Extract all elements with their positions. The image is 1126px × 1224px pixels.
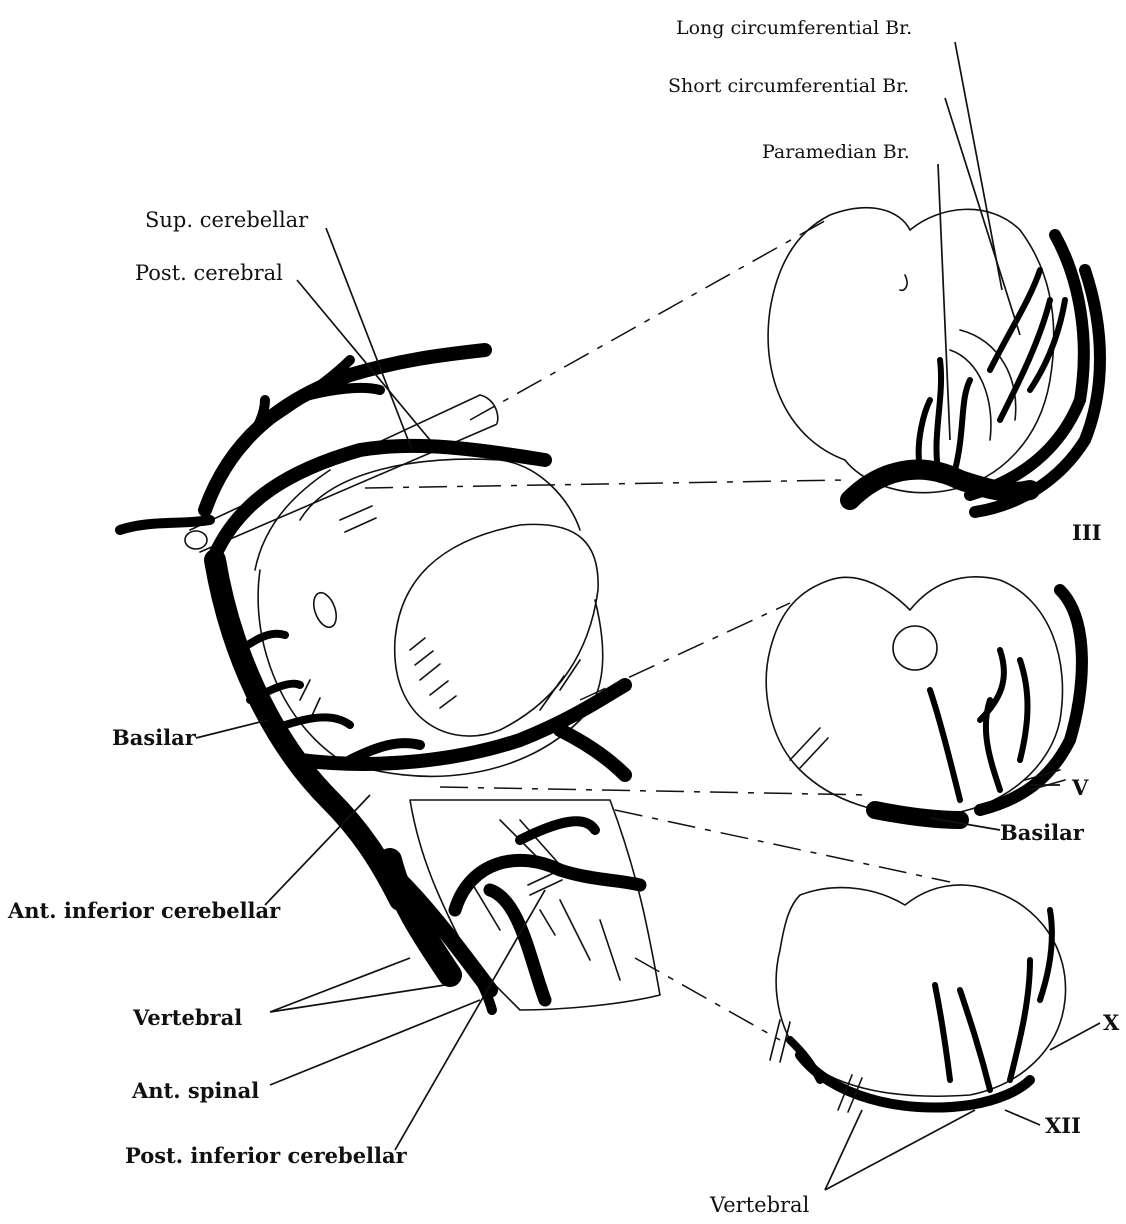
label-ant-inferior-cerebellar: Ant. inferior cerebellar xyxy=(7,898,281,923)
aica-branch xyxy=(560,730,625,775)
projection-medulla-bottom xyxy=(635,958,780,1040)
medulla-vertebral-arc xyxy=(800,1055,1030,1108)
leader-ant-inferior-cerebellar xyxy=(265,795,370,905)
leader-long-circumferential xyxy=(955,42,1002,290)
leader-lines xyxy=(196,42,1100,1190)
oculomotor-nerve-stump xyxy=(309,590,340,631)
projection-midbrain-bottom xyxy=(365,480,845,488)
pica-loop xyxy=(520,821,595,840)
medulla-nerve-stumps xyxy=(528,870,562,935)
label-basilar-right: Basilar xyxy=(1000,820,1085,845)
leader-vertebral-left xyxy=(270,958,445,1012)
leader-short-circumferential xyxy=(945,98,1020,335)
medulla-left-branch xyxy=(790,1040,820,1080)
circumferential-branches xyxy=(990,270,1065,420)
aqueduct-mark xyxy=(900,275,907,290)
leader-vertebral-bottom xyxy=(825,1110,975,1190)
pons-section-outline xyxy=(766,577,1062,815)
label-vertebral-left: Vertebral xyxy=(132,1005,242,1030)
label-paramedian: Paramedian Br. xyxy=(762,141,910,163)
pons-basilar xyxy=(875,810,960,820)
basilar-artery xyxy=(215,560,400,900)
pons-branches xyxy=(930,650,1028,800)
projection-pons-bottom xyxy=(440,787,870,795)
surface-hatching xyxy=(300,638,580,720)
projection-lines xyxy=(365,218,950,1040)
pica-descending xyxy=(490,890,545,1000)
label-nerve-iii: III xyxy=(1072,520,1101,545)
fourth-ventricle xyxy=(893,626,937,670)
label-ant-spinal: Ant. spinal xyxy=(131,1078,259,1103)
label-nerve-xii: XII xyxy=(1045,1113,1081,1138)
pcomm-stub xyxy=(120,520,210,530)
leader-nerve-x xyxy=(1050,1023,1100,1050)
leader-basilar-left xyxy=(196,720,268,738)
midbrain-section-outline xyxy=(768,208,1054,493)
pons-outline xyxy=(258,570,603,776)
label-post-cerebral: Post. cerebral xyxy=(135,261,283,285)
trigeminal-nerve-stump xyxy=(790,728,828,768)
medulla-section xyxy=(770,885,1066,1112)
leader-sup-cerebellar xyxy=(326,228,412,450)
medulla-hatching xyxy=(470,820,620,980)
small-nerve-stump xyxy=(340,506,376,532)
label-nerve-v: V xyxy=(1071,775,1089,800)
label-vertebral-bottom: Vertebral xyxy=(709,1193,810,1217)
superior-cerebellar-artery xyxy=(215,446,545,555)
projection-midbrain-top xyxy=(470,218,830,420)
label-nerve-x: X xyxy=(1103,1010,1120,1035)
label-post-inferior-cerebellar: Post. inferior cerebellar xyxy=(125,1143,408,1168)
midbrain-section xyxy=(768,208,1100,512)
leader-nerve-xii xyxy=(1005,1110,1040,1125)
label-basilar-left: Basilar xyxy=(112,725,197,750)
label-long-circumferential: Long circumferential Br. xyxy=(676,17,912,39)
cut-vessel-end xyxy=(185,531,207,549)
label-short-circumferential: Short circumferential Br. xyxy=(668,75,909,97)
midbrain-cut-surface xyxy=(395,524,598,736)
labels: Long circumferential Br. Short circumfer… xyxy=(7,17,1120,1217)
pons-section xyxy=(766,577,1082,820)
medulla-section-outline xyxy=(776,885,1065,1096)
label-sup-cerebellar: Sup. cerebellar xyxy=(145,208,309,232)
leader-ant-spinal xyxy=(270,1000,480,1085)
